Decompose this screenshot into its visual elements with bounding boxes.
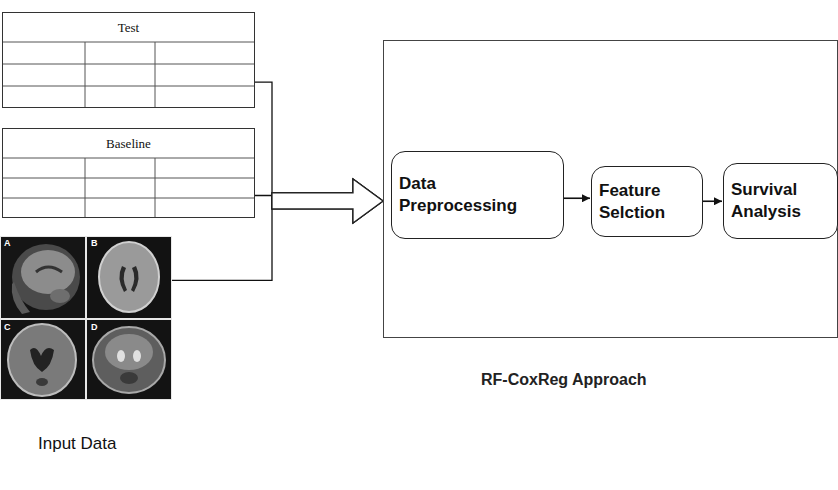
process-box: Survival Analysis (723, 163, 838, 239)
connector (255, 82, 383, 223)
mri-scan (105, 334, 153, 370)
panel-letter: D (91, 322, 98, 332)
process-box: Data Preprocessing (391, 151, 564, 239)
data-table: Test (2, 12, 255, 108)
table-grid (2, 198, 255, 199)
connector-line (255, 196, 272, 201)
step-label: Data Preprocessing (399, 173, 549, 217)
hollow-arrow (272, 179, 383, 223)
table-header: Test (3, 13, 254, 42)
table-grid (85, 158, 86, 218)
frame-caption: RF-CoxReg Approach (481, 371, 647, 389)
mri-scan (21, 250, 75, 294)
connector-line (172, 201, 272, 280)
mri-figure: A B C D (0, 236, 172, 400)
mri-scan (0, 236, 172, 400)
mri-scan (87, 237, 171, 318)
panel-letter: C (4, 322, 11, 332)
table-grid (85, 42, 86, 108)
mri-scan (119, 266, 127, 292)
mri-scan (36, 378, 48, 386)
table-grid (2, 158, 255, 159)
approach-frame: Data Preprocessing Feature Selction Surviv… (383, 40, 838, 338)
mri-scan (120, 372, 138, 384)
step-label: Feature Selction (599, 180, 695, 224)
table-grid (2, 86, 255, 87)
connector (255, 179, 383, 223)
table-grid (155, 42, 156, 108)
data-table: Baseline (2, 128, 255, 218)
table-grid (2, 178, 255, 179)
mri-scan (87, 320, 171, 399)
step-label: Survival Analysis (731, 179, 830, 223)
process-box: Feature Selction (591, 166, 703, 237)
mri-scan (133, 350, 141, 362)
mri-scan (8, 324, 76, 396)
connector-line (703, 200, 722, 202)
connector-line (255, 82, 272, 201)
mri-scan (36, 267, 62, 272)
mri-scan (0, 236, 172, 400)
mri-scan (1, 237, 85, 318)
mri-scan (12, 244, 80, 310)
mri-scan (1, 320, 85, 399)
mri-scan (50, 289, 70, 303)
table-grid (2, 64, 255, 65)
panel-letter: B (91, 238, 98, 248)
connector (564, 198, 590, 199)
hollow-arrow (272, 179, 383, 223)
mri-scan (99, 242, 159, 312)
table-grid (2, 42, 255, 218)
connector (703, 201, 722, 202)
section-label: Input Data (38, 434, 116, 454)
hollow-arrow (272, 179, 383, 223)
connector-line (564, 197, 590, 199)
mri-scan (12, 282, 30, 314)
panel-letter: A (4, 238, 11, 248)
mri-scan (131, 266, 139, 292)
connector (172, 179, 383, 280)
table-header: Baseline (3, 129, 254, 158)
table-grid (155, 158, 156, 218)
mri-scan (30, 348, 54, 372)
mri-scan (117, 350, 125, 362)
table-grid (2, 42, 255, 43)
mri-scan (93, 327, 165, 393)
